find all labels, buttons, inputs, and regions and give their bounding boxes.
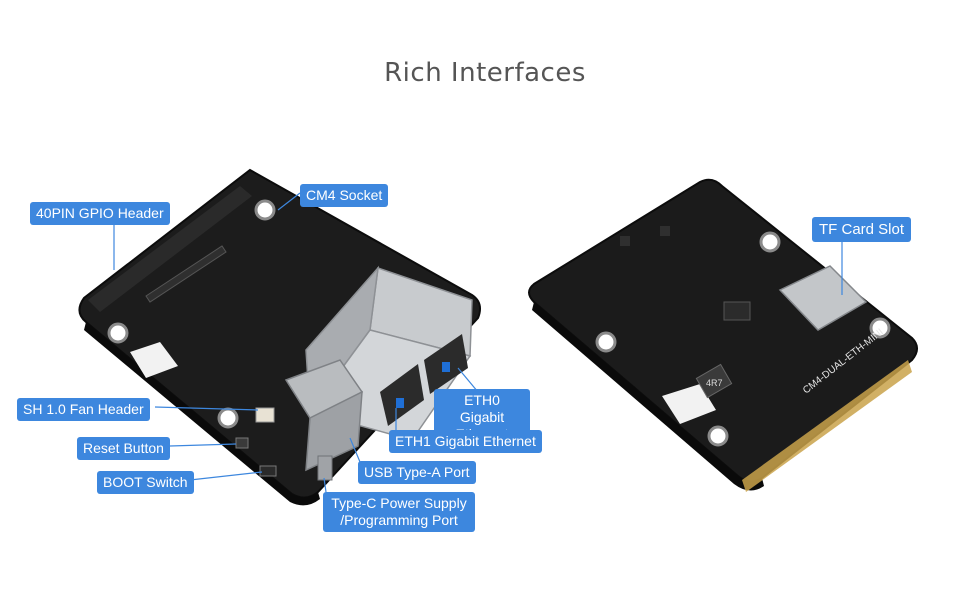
label-usb-a: USB Type-A Port: [358, 461, 476, 484]
label-eth1: ETH1 Gigabit Ethernet: [389, 430, 542, 453]
label-eth0-line1: ETH0 Gigabit: [459, 392, 505, 425]
label-boot-switch: BOOT Switch: [97, 471, 194, 494]
usb-a-port: [284, 359, 364, 472]
label-typec-line2: /Programming Port: [340, 512, 458, 528]
label-tf-card-slot: TF Card Slot: [812, 217, 912, 242]
page-title: Rich Interfaces: [384, 58, 586, 88]
right-board: 4R7 CM4-DUAL-ETH-MINI: [528, 178, 918, 492]
leader-lines: [113, 192, 843, 493]
gpio-pins: [88, 186, 252, 312]
pin-row: [742, 360, 912, 492]
label-fan-header: SH 1.0 Fan Header: [17, 398, 150, 421]
label-typec-line1: Type-C Power Supply: [331, 495, 467, 511]
inductor-marking: 4R7: [706, 378, 723, 388]
label-gpio-header: 40PIN GPIO Header: [30, 202, 170, 225]
left-board: [78, 168, 481, 506]
label-cm4-socket: CM4 Socket: [300, 184, 389, 207]
label-reset-button: Reset Button: [77, 437, 170, 460]
label-typec: Type-C Power Supply /Programming Port: [323, 492, 475, 532]
tf-card-slot: [778, 265, 868, 331]
